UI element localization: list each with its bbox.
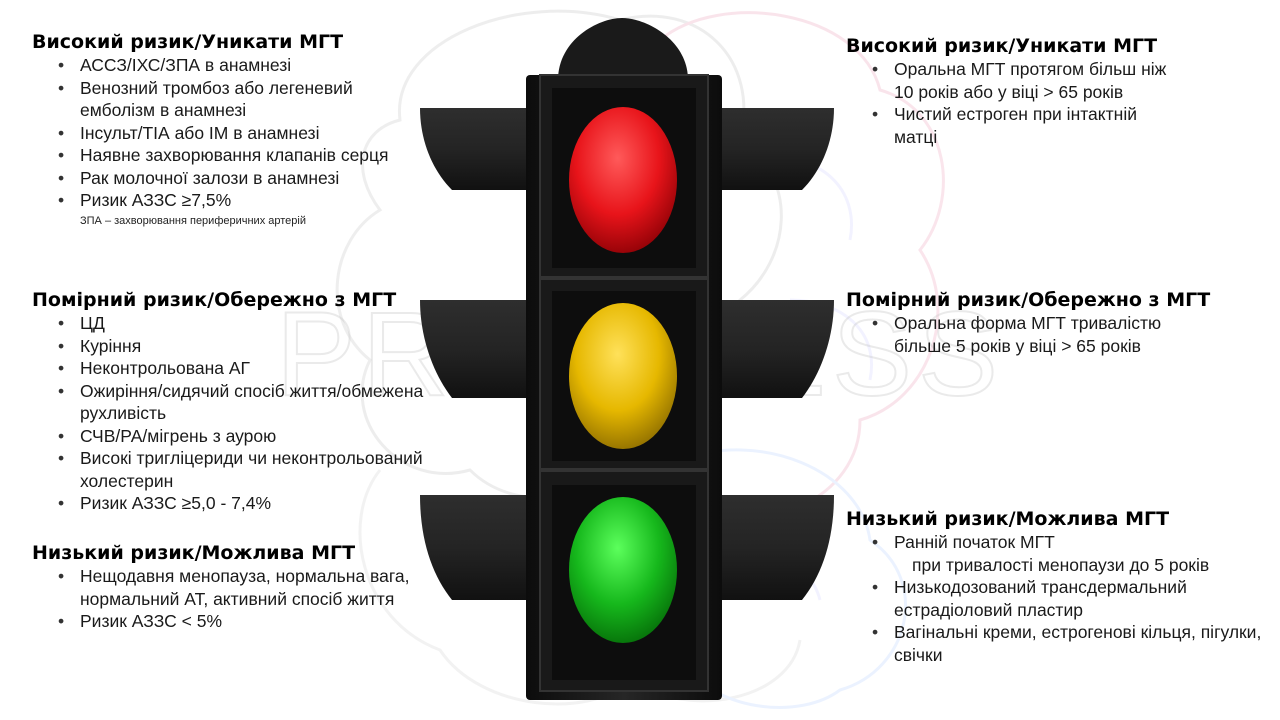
list-item: Ожиріння/сидячий спосіб життя/обмежена р… — [32, 380, 432, 425]
list-item: ЦД — [32, 312, 432, 335]
list-item: Наявне захворювання клапанів серця — [32, 144, 432, 167]
left-high-risk-heading: Високий ризик/Уникати МГТ — [32, 31, 344, 53]
right-low-risk-list: Ранній початок МГТ при тривалості менопа… — [846, 531, 1276, 666]
list-item: Ризик АЗЗС ≥7,5% — [32, 189, 432, 212]
list-item: Ранній початок МГТ при тривалості менопа… — [846, 531, 1214, 576]
right-high-risk-section: Високий ризик/Уникати МГТ Оральна МГТ пр… — [846, 34, 1246, 148]
list-item: Вагінальні креми, естрогенові кільця, пі… — [846, 621, 1264, 666]
list-item-main: Ранній початок МГТ — [894, 532, 1055, 552]
left-high-risk-section: Високий ризик/Уникати МГТ АССЗ/ІХС/ЗПА в… — [32, 30, 432, 228]
right-moderate-risk-list: Оральна форма МГТ тривалістю більше 5 ро… — [846, 312, 1246, 357]
right-high-risk-list: Оральна МГТ протягом більш ніж 10 років … — [846, 58, 1246, 148]
list-item: Оральна форма МГТ тривалістю більше 5 ро… — [846, 312, 1214, 357]
green-lamp — [569, 497, 677, 643]
yellow-lamp — [569, 303, 677, 449]
list-item: Ризик АЗЗС < 5% — [32, 610, 432, 633]
list-item: Ризик АЗЗС ≥5,0 - 7,4% — [32, 492, 432, 515]
list-item: Неконтрольована АГ — [32, 357, 432, 380]
red-lamp — [569, 107, 677, 253]
left-low-risk-section: Низький ризик/Можлива МГТ Нещодавня мено… — [32, 541, 432, 633]
visors — [420, 108, 834, 600]
list-item: Чистий естроген при інтактній матці — [846, 103, 1184, 148]
list-item: Нещодавня менопауза, нормальна вага, нор… — [32, 565, 432, 610]
right-moderate-risk-heading: Помірний ризик/Обережно з МГТ — [846, 289, 1211, 311]
left-low-risk-list: Нещодавня менопауза, нормальна вага, нор… — [32, 565, 432, 633]
left-high-risk-list: АССЗ/ІХС/ЗПА в анамнезі Венозний тромбоз… — [32, 54, 432, 212]
right-high-risk-heading: Високий ризик/Уникати МГТ — [846, 35, 1158, 57]
footnote: ЗПА – захворювання периферичних артерій — [80, 214, 306, 227]
right-low-risk-heading: Низький ризик/Можлива МГТ — [846, 508, 1170, 530]
list-item: Венозний тромбоз або легеневий емболізм … — [32, 77, 432, 122]
left-moderate-risk-list: ЦД Куріння Неконтрольована АГ Ожиріння/с… — [32, 312, 432, 515]
list-item: Куріння — [32, 335, 432, 358]
list-item: Інсульт/ТІА або ІМ в анамнезі — [32, 122, 432, 145]
left-low-risk-heading: Низький ризик/Можлива МГТ — [32, 542, 356, 564]
light-cap — [558, 18, 688, 80]
list-item: Високі тригліцериди чи неконтрольований … — [32, 447, 432, 492]
list-item: Оральна МГТ протягом більш ніж 10 років … — [846, 58, 1184, 103]
list-item: СЧВ/РА/мігрень з аурою — [32, 425, 432, 448]
right-moderate-risk-section: Помірний ризик/Обережно з МГТ Оральна фо… — [846, 288, 1246, 357]
right-low-risk-section: Низький ризик/Можлива МГТ Ранній початок… — [846, 507, 1276, 666]
left-moderate-risk-heading: Помірний ризик/Обережно з МГТ — [32, 289, 397, 311]
left-moderate-risk-section: Помірний ризик/Обережно з МГТ ЦД Куріння… — [32, 288, 432, 515]
list-item: Низькодозований трансдермальний естрадіо… — [846, 576, 1264, 621]
list-item: АССЗ/ІХС/ЗПА в анамнезі — [32, 54, 432, 77]
list-item: Рак молочної залози в анамнезі — [32, 167, 432, 190]
list-item-subline: при тривалості менопаузи до 5 років — [912, 554, 1210, 575]
